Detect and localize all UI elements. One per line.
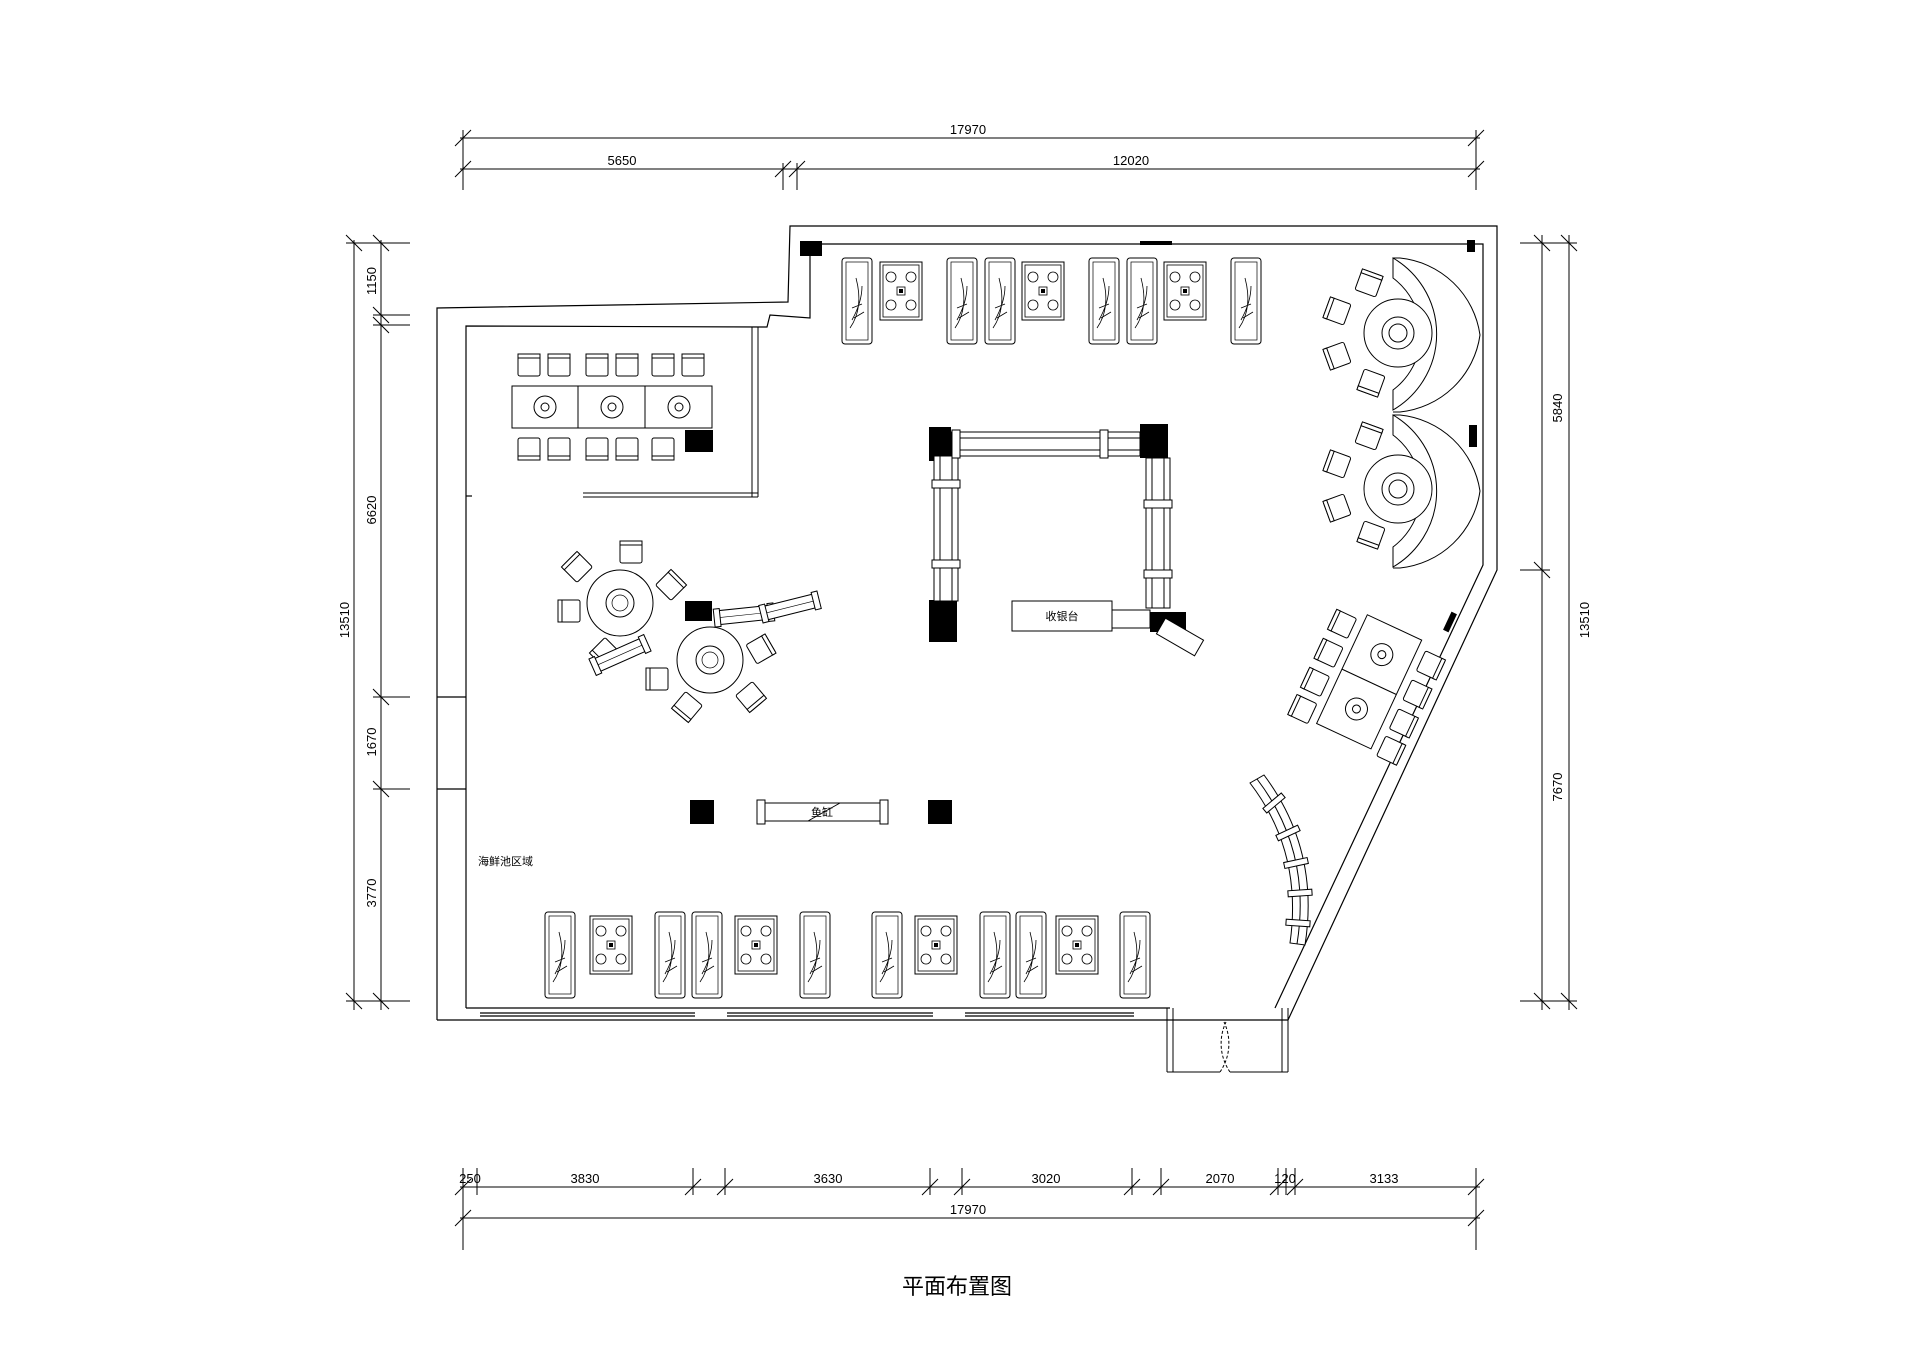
- diagonal-dining: [1287, 608, 1447, 766]
- fish-tank: 鱼缸: [756, 799, 889, 825]
- dimension-lines: [345, 129, 1578, 1250]
- entrance-door: [1166, 1008, 1289, 1073]
- dim-right-total: 13510: [1577, 602, 1592, 638]
- dim-left-segment: 1670: [364, 728, 379, 757]
- exterior-walls: [436, 225, 1498, 1021]
- dim-right-segment: 7670: [1550, 773, 1565, 802]
- dim-top-total: 17970: [950, 122, 986, 137]
- dim-left-segment: 1150: [364, 267, 379, 295]
- structural-columns: [685, 240, 1477, 824]
- cashier-label: 收银台: [1046, 609, 1079, 623]
- seafood-pool-area-label: 海鲜池区域: [478, 854, 533, 868]
- drawing-title: 平面布置图: [902, 1275, 1012, 1300]
- dim-bottom-segment: 3830: [571, 1171, 600, 1186]
- dim-left-segment: 3770: [364, 879, 379, 908]
- bottom-booths: [544, 911, 1151, 999]
- dim-right-segment: 5840: [1550, 394, 1565, 423]
- curved-bench-right: [1249, 774, 1313, 946]
- round-table-chairs: [557, 540, 777, 723]
- dim-top-left: 5650: [608, 153, 637, 168]
- dim-bottom-segment: 3020: [1032, 1171, 1061, 1186]
- dim-left-segment: 6620: [364, 496, 379, 525]
- round-table-area: [557, 540, 822, 723]
- sofa-booths: [1363, 257, 1481, 569]
- dim-top-right: 12020: [1113, 153, 1149, 168]
- fish-tank-label: 鱼缸: [811, 805, 833, 819]
- long-dining-table: [511, 385, 713, 429]
- cashier-desk: 收银台: [1011, 600, 1205, 657]
- dim-bottom-segment: 250: [459, 1171, 481, 1186]
- top-booths: [841, 257, 1262, 345]
- dim-bottom-segment: 2070: [1206, 1171, 1235, 1186]
- dim-left-total: 13510: [337, 602, 352, 638]
- dim-bottom-segment: 120: [1274, 1171, 1296, 1186]
- private-room: [511, 327, 759, 498]
- central-counter: [931, 429, 1173, 609]
- dim-bottom-segment: 3630: [814, 1171, 843, 1186]
- dim-bottom-total: 17970: [950, 1202, 986, 1217]
- dim-bottom-segment: 3133: [1370, 1171, 1399, 1186]
